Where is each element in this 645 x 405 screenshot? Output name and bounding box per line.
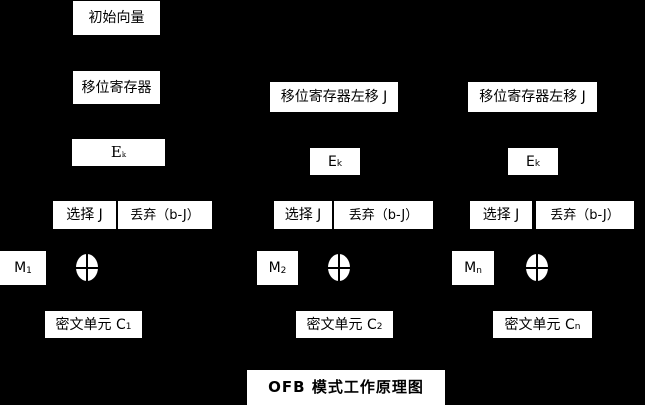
shift-register-label-3: 移位寄存器左移 J bbox=[479, 89, 586, 105]
message-sub-2: 2 bbox=[280, 265, 287, 276]
discard-box-1: 丢弃（b-J） bbox=[118, 201, 212, 229]
shift-register-label-1: 移位寄存器 bbox=[81, 79, 152, 96]
encrypt-label-2: E bbox=[327, 153, 337, 170]
message-sub-3: n bbox=[476, 265, 482, 276]
xor-icon-3 bbox=[526, 254, 548, 281]
message-label-3: M bbox=[464, 260, 477, 276]
shift-register-label-2: 移位寄存器左移 J bbox=[280, 89, 388, 105]
ciphertext-label-1: 密文单元 C bbox=[55, 316, 126, 333]
ciphertext-label-3: 密文单元 C bbox=[504, 316, 575, 333]
discard-label-2: 丢弃（b-J） bbox=[348, 207, 419, 223]
message-sub-1: 1 bbox=[26, 265, 32, 276]
discard-label-3: 丢弃（b-J） bbox=[550, 207, 620, 223]
discard-box-2: 丢弃（b-J） bbox=[334, 201, 433, 229]
encrypt-label-1: E bbox=[110, 143, 122, 161]
select-label-1: 选择 J bbox=[66, 207, 103, 223]
xor-icon-1 bbox=[76, 254, 98, 281]
shift-register-box-1: 移位寄存器 bbox=[73, 71, 160, 104]
ciphertext-sub-1: 1 bbox=[125, 322, 132, 332]
discard-label-1: 丢弃（b-J） bbox=[130, 207, 200, 223]
shift-register-box-3: 移位寄存器左移 J bbox=[468, 82, 597, 112]
select-box-2: 选择 J bbox=[274, 201, 332, 229]
select-label-2: 选择 J bbox=[284, 207, 322, 223]
encrypt-sub-1: k bbox=[121, 151, 127, 159]
ciphertext-sub-3: n bbox=[574, 322, 581, 332]
init-vector-label: 初始向量 bbox=[88, 10, 145, 26]
init-vector-box: 初始向量 bbox=[73, 1, 160, 35]
encrypt-sub-3: k bbox=[534, 159, 541, 169]
xor-icon-2 bbox=[328, 254, 350, 281]
ciphertext-sub-2: 2 bbox=[376, 322, 383, 332]
title-box: OFB 模式工作原理图 bbox=[247, 370, 445, 405]
ciphertext-label-2: 密文单元 C bbox=[306, 316, 377, 333]
discard-box-3: 丢弃（b-J） bbox=[536, 201, 634, 229]
select-box-3: 选择 J bbox=[470, 201, 532, 229]
message-label-1: M bbox=[14, 260, 27, 276]
encrypt-sub-2: k bbox=[336, 159, 343, 169]
encrypt-label-3: E bbox=[525, 153, 535, 170]
diagram-title: OFB 模式工作原理图 bbox=[268, 378, 424, 396]
shift-register-box-2: 移位寄存器左移 J bbox=[270, 82, 398, 112]
select-label-3: 选择 J bbox=[482, 207, 520, 223]
message-label-2: M bbox=[268, 260, 281, 276]
select-box-1: 选择 J bbox=[53, 201, 116, 229]
